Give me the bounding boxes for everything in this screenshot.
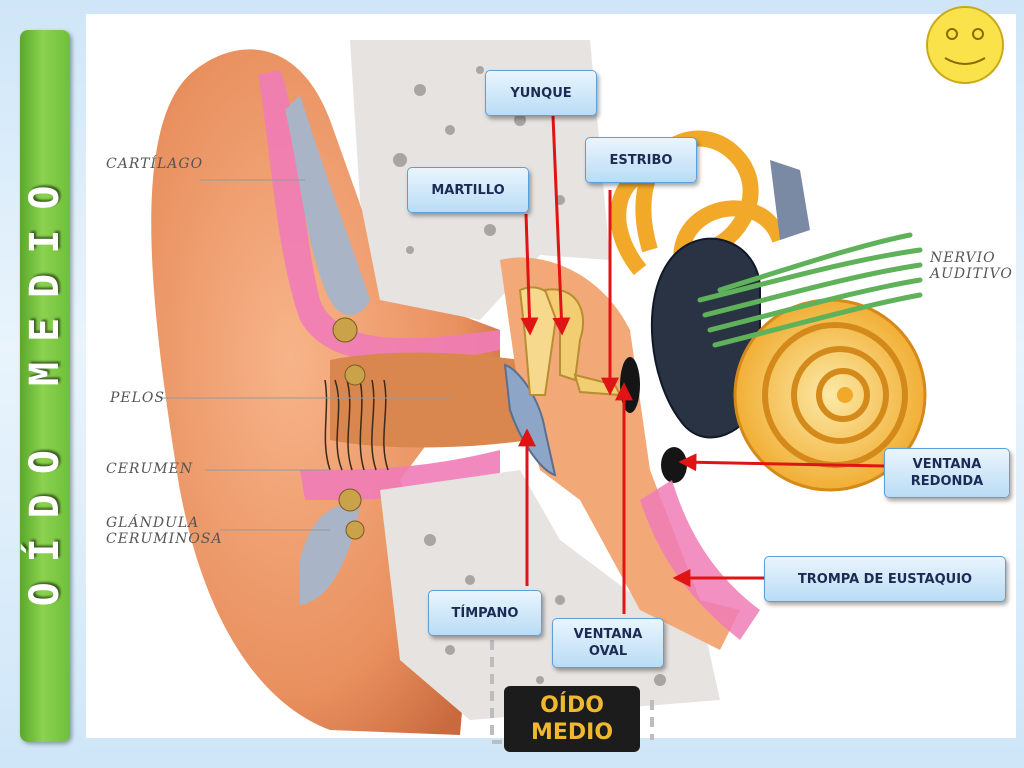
label-cartilago: CARTÍLAGO: [106, 156, 204, 172]
middle-ear-region-box: OÍDO MEDIO: [504, 686, 640, 752]
arrow-ventana-redonda: [678, 453, 885, 472]
callout-ventana-oval-line1: VENTANA: [573, 627, 643, 642]
auditory-nerve: [697, 232, 923, 348]
label-nervio-line1: NERVIO: [930, 250, 996, 266]
callout-ventana-oval-line2: OVAL: [588, 644, 628, 659]
region-line2: MEDIO: [530, 720, 614, 745]
label-pelos: PELOS: [110, 390, 166, 406]
callout-ventana-redonda-line2: REDONDA: [910, 474, 984, 489]
side-title-bar: [20, 30, 70, 742]
callout-ventana-oval: VENTANA OVAL: [552, 618, 664, 668]
callout-yunque: YUNQUE: [485, 70, 597, 116]
callout-ventana-redonda-line1: VENTANA: [912, 457, 982, 472]
cartilage-band: [258, 70, 500, 362]
label-nervio-line2: AUDITIVO: [930, 266, 1013, 282]
label-cerumen: CERUMEN: [106, 461, 194, 477]
eustachian-tube: [640, 480, 760, 640]
cartilage-core: [285, 95, 370, 315]
region-line1: OÍDO: [540, 693, 604, 718]
callout-estribo: ESTRIBO: [585, 137, 697, 183]
label-glandula-line1: GLÁNDULA: [106, 515, 200, 531]
round-window: [661, 447, 687, 483]
label-glandula: GLÁNDULA CERUMINOSA: [106, 515, 223, 547]
callout-ventana-redonda: VENTANA REDONDA: [884, 448, 1010, 498]
label-glandula-line2: CERUMINOSA: [106, 531, 223, 547]
arrow-martillo: [520, 213, 539, 336]
arrow-yunque: [551, 115, 571, 336]
smiley-face-icon: [926, 6, 1004, 84]
label-nervio-auditivo: NERVIO AUDITIVO: [930, 250, 1013, 282]
callout-trompa-eustaquio: TROMPA DE EUSTAQUIO: [764, 556, 1006, 602]
callout-timpano: TÍMPANO: [428, 590, 542, 636]
cartilage-core-lower: [300, 504, 360, 605]
ear-canal: [330, 352, 530, 448]
callout-martillo: MARTILLO: [407, 167, 529, 213]
label-arrows: [518, 115, 885, 614]
